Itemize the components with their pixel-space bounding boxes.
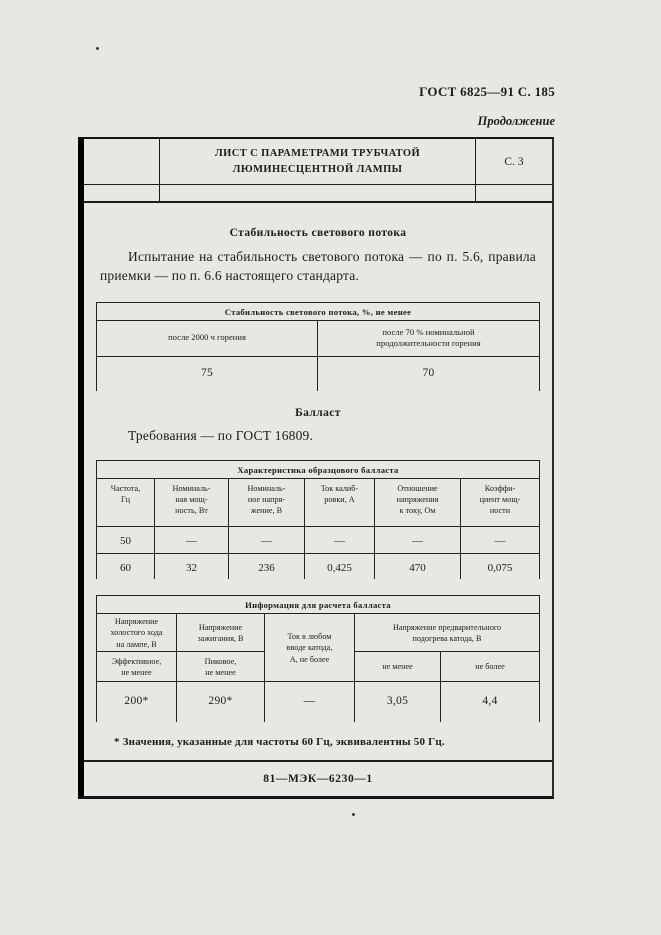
table-cell: —	[375, 526, 461, 554]
column-header: Напряжение холостого хода на лампе, В	[97, 614, 177, 653]
stability-col2-value: 70	[422, 366, 435, 379]
stability-col1-value: 75	[97, 356, 318, 391]
column-header-span: Напряжение предварительного подогрева ка…	[355, 614, 539, 653]
table-cell: 290*	[177, 682, 265, 723]
standard-reference: ГОСТ 6825—91 С. 185	[419, 84, 555, 99]
table-cell: 3,05	[355, 682, 441, 723]
table-cell: —	[265, 682, 355, 723]
stability-table-data-row: 75 70	[97, 356, 539, 391]
table-cell: 200*	[97, 682, 177, 723]
table-cell: —	[305, 526, 375, 554]
table-cell: —	[229, 526, 305, 554]
sheet-header-strip-cell	[160, 185, 476, 201]
column-header: Частота, Гц	[97, 478, 155, 527]
table-row: 50 — — — — —	[97, 526, 539, 554]
sheet-title-line1: ЛИСТ С ПАРАМЕТРАМИ ТРУБЧАТОЙ	[214, 147, 421, 159]
table-cell: 50	[97, 526, 155, 554]
sheet-page-ref: С. 3	[476, 139, 552, 185]
stability-table-title: Стабильность светового потока, %, не мен…	[97, 303, 539, 321]
table-cell: 236	[229, 553, 305, 580]
stability-col1-header: после 2000 ч горения	[97, 320, 318, 357]
sheet-header-strip-cell	[476, 185, 552, 201]
stability-table-header-row: после 2000 ч горения после 70 % номиналь…	[97, 320, 539, 357]
column-header: Коэффи- циент мощ- ности	[461, 479, 539, 527]
sheet-header-empty-cell	[84, 139, 160, 185]
table-cell: 60	[97, 553, 155, 580]
table-cell: —	[461, 527, 539, 554]
stability-heading: Стабильность светового потока	[229, 227, 407, 239]
table-cell: 0,425	[305, 553, 375, 580]
table-cell: 32	[155, 553, 229, 580]
reference-ballast-header-row: Частота, Гц Номиналь- ная мощ- ность, Вт…	[97, 478, 539, 527]
footnote: * Значения, указанные для частоты 60 Гц,…	[114, 736, 445, 749]
column-subheader: Пиковое, не менее	[177, 652, 265, 683]
footer-standard-code: 81—МЭК—6230—1	[263, 773, 373, 786]
ballast-heading: Балласт	[295, 406, 341, 419]
column-header: Отношение напряжения к току, Ом	[375, 478, 461, 527]
table-cell: —	[155, 526, 229, 554]
table-cell: 470	[375, 553, 461, 580]
column-header: Ток в любом вводе катода, А, не более	[265, 614, 355, 683]
ballast-calc-table-title: Информация для расчета балласта	[97, 596, 539, 615]
column-header: Напряжение зажигания, В	[177, 614, 265, 653]
table-cell: 0,075	[487, 561, 513, 574]
sheet-header: ЛИСТ С ПАРАМЕТРАМИ ТРУБЧАТОЙ ЛЮМИНЕСЦЕНТ…	[84, 139, 552, 203]
sheet-header-strip-cell	[84, 185, 160, 201]
column-subheader: не более	[441, 652, 539, 683]
column-header: Номиналь- ная мощ- ность, Вт	[155, 478, 229, 527]
scan-artifact	[352, 813, 355, 816]
scan-artifact	[96, 47, 99, 50]
sheet-title-line2: ЛЮМИНЕСЦЕНТНОЙ ЛАМПЫ	[232, 163, 403, 175]
column-subheader: Эффективное, не менее	[97, 652, 177, 683]
column-header: Ток калиб- ровки, А	[305, 478, 375, 527]
stability-col2-header: после 70 % номинальной продолжительности…	[318, 321, 539, 357]
reference-ballast-table: Характеристика образцового балласта Част…	[96, 459, 540, 580]
table-row: 60 32 236 0,425 470 0,075	[97, 553, 539, 580]
ballast-calc-grid: Напряжение холостого хода на лампе, В На…	[97, 614, 539, 723]
document-frame: ЛИСТ С ПАРАМЕТРАМИ ТРУБЧАТОЙ ЛЮМИНЕСЦЕНТ…	[78, 137, 554, 799]
footer-divider	[84, 760, 552, 763]
reference-ballast-table-title: Характеристика образцового балласта	[97, 461, 539, 479]
continuation-label: Продолжение	[477, 114, 555, 128]
stability-table: Стабильность светового потока, %, не мен…	[96, 301, 540, 391]
column-header: Номиналь- ное напря- жение, В	[229, 478, 305, 527]
table-cell: 4,4	[482, 694, 498, 707]
ballast-calc-table: Информация для расчета балласта Напряжен…	[96, 595, 540, 723]
ballast-requirement: Требования — по ГОСТ 16809.	[128, 427, 314, 443]
stability-paragraph: Испытание на стабильность светового пото…	[100, 249, 536, 283]
column-subheader: не менее	[355, 652, 441, 683]
sheet-title: ЛИСТ С ПАРАМЕТРАМИ ТРУБЧАТОЙ ЛЮМИНЕСЦЕНТ…	[160, 139, 476, 185]
